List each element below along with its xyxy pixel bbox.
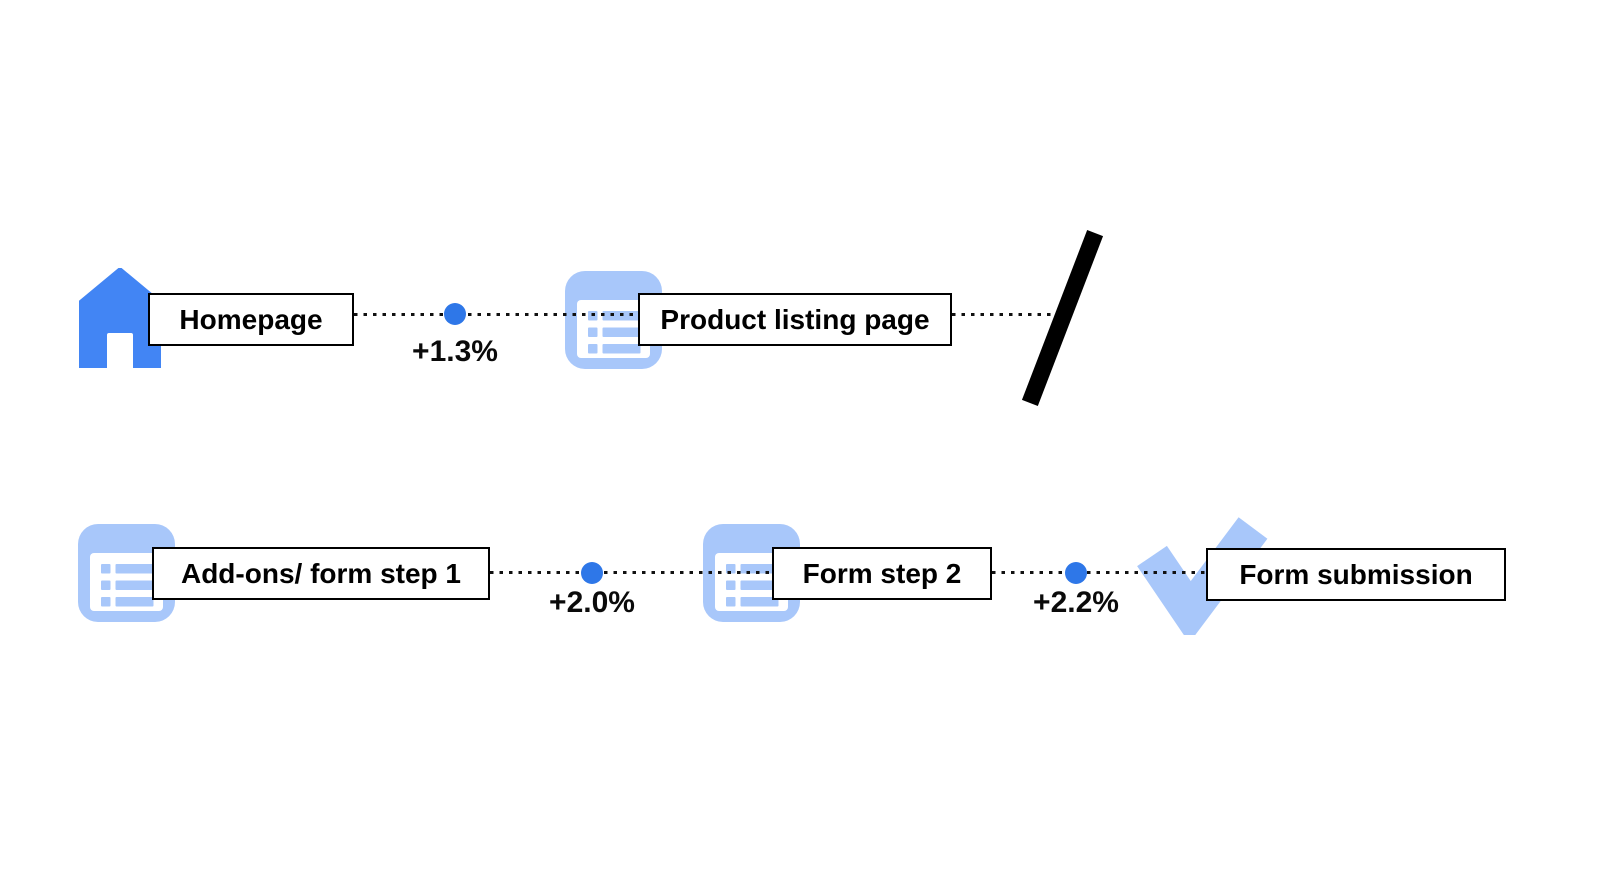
step-label-text: Add-ons/ form step 1 (180, 557, 461, 589)
list-icon (78, 524, 175, 622)
connector-dot (1065, 562, 1087, 584)
step-label-product-listing: Product listing page (638, 293, 952, 346)
step-label-text: Form step 2 (802, 557, 962, 589)
step-label-text: Form submission (1239, 558, 1473, 590)
connector-line (354, 313, 642, 316)
lift-value: +1.3% (412, 335, 498, 368)
lift-value: +2.0% (549, 586, 635, 619)
connector-line (952, 313, 1052, 316)
step-label-form-step-2: Form step 2 (772, 547, 992, 600)
continuation-slash (1021, 229, 1104, 407)
connector-dot (444, 303, 466, 325)
step-label-form-submission: Form submission (1206, 548, 1506, 601)
step-label-text: Product listing page (660, 303, 930, 335)
step-label-homepage: Homepage (148, 293, 354, 346)
connector-line (992, 571, 1208, 574)
connector-line (490, 571, 774, 574)
step-label-text: Homepage (179, 303, 323, 335)
home-icon (79, 268, 161, 368)
connector-dot (581, 562, 603, 584)
lift-value: +2.2% (1033, 586, 1119, 619)
step-label-addons-form-step-1: Add-ons/ form step 1 (152, 547, 490, 600)
